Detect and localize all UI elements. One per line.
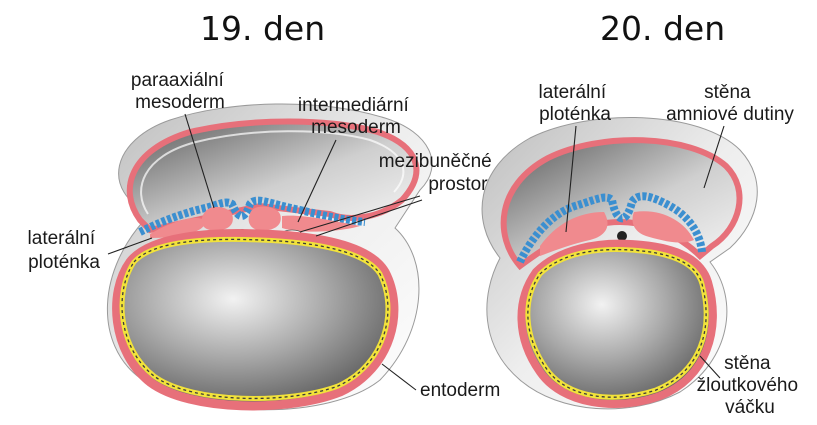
label-yolk-sac-wall: stěna žloutkového váčku — [697, 353, 804, 418]
leader-endoderm — [382, 364, 416, 390]
label-lateral-plate-19: laterální ploténka — [28, 228, 101, 273]
label-lateral-plate-20: laterální ploténka — [539, 82, 612, 125]
label-endoderm: entoderm — [420, 380, 500, 401]
title-day-19: 19. den — [200, 9, 325, 48]
label-intermediate-mesoderm: intermediární mesoderm — [298, 95, 414, 138]
paraxial-mesoderm-right — [249, 207, 281, 231]
embryo-day-20 — [482, 117, 757, 408]
label-amnion-wall: stěna amniové dutiny — [666, 82, 794, 125]
notochord-20 — [617, 231, 627, 241]
title-day-20: 20. den — [600, 9, 725, 48]
label-paraxial-mesoderm: paraaxiální mesoderm — [131, 70, 229, 113]
embryo-day-19 — [107, 104, 432, 410]
paraxial-mesoderm-left — [202, 207, 233, 230]
